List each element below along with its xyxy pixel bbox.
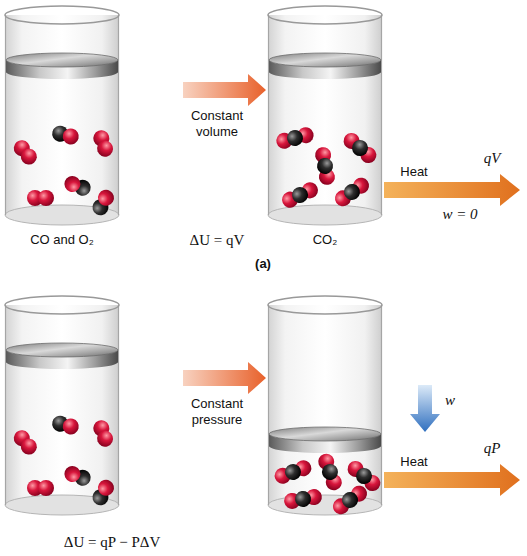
- species-label: CO₂: [285, 232, 365, 248]
- carbon-monoxide-molecule: [62, 464, 93, 488]
- carbon-dioxide-molecule: [279, 180, 320, 211]
- piston: [269, 427, 381, 453]
- beaker: [268, 6, 382, 225]
- carbon-dioxide-molecule: [283, 488, 323, 510]
- panel-letter: (a): [243, 256, 283, 272]
- carbon-monoxide-molecule: [90, 187, 117, 218]
- oxygen-molecule: [27, 480, 54, 496]
- oxygen-molecule: [91, 418, 115, 449]
- carbon-monoxide-molecule: [62, 174, 93, 198]
- piston: [6, 53, 118, 79]
- oxygen-molecule: [91, 128, 115, 159]
- piston: [6, 343, 118, 369]
- work-arrow: [410, 385, 440, 432]
- process-arrow: [183, 362, 266, 394]
- process-arrow: [183, 74, 266, 106]
- carbon-dioxide-molecule: [275, 125, 316, 150]
- energy-equation: ΔU = qP − PΔV: [27, 534, 197, 550]
- carbon-dioxide-molecule: [314, 146, 336, 186]
- piston: [269, 53, 381, 79]
- carbon-dioxide-molecule: [332, 175, 372, 210]
- work-value: w = 0: [425, 206, 495, 222]
- heat-symbol: qP: [472, 440, 512, 456]
- carbon-dioxide-molecule: [330, 483, 370, 518]
- beaker: [5, 296, 119, 515]
- work-symbol: w: [438, 392, 462, 408]
- carbon-monoxide-molecule: [50, 124, 80, 146]
- energy-equation: ΔU = qV: [167, 232, 267, 248]
- carbon-dioxide-molecule: [316, 451, 344, 492]
- heat-label: Heat: [384, 164, 444, 180]
- process-label: Constant volume: [181, 108, 253, 140]
- carbon-dioxide-molecule: [340, 130, 379, 167]
- carbon-monoxide-molecule: [90, 477, 117, 508]
- species-label: CO and O₂: [7, 232, 117, 248]
- oxygen-molecule: [11, 427, 41, 458]
- heat-symbol: qV: [472, 150, 512, 166]
- oxygen-molecule: [27, 190, 54, 206]
- carbon-dioxide-molecule: [272, 458, 313, 486]
- carbon-monoxide-molecule: [50, 414, 80, 436]
- heat-label: Heat: [384, 454, 444, 470]
- oxygen-molecule: [11, 137, 41, 168]
- process-label: Constant pressure: [181, 396, 253, 428]
- beaker: [5, 6, 119, 225]
